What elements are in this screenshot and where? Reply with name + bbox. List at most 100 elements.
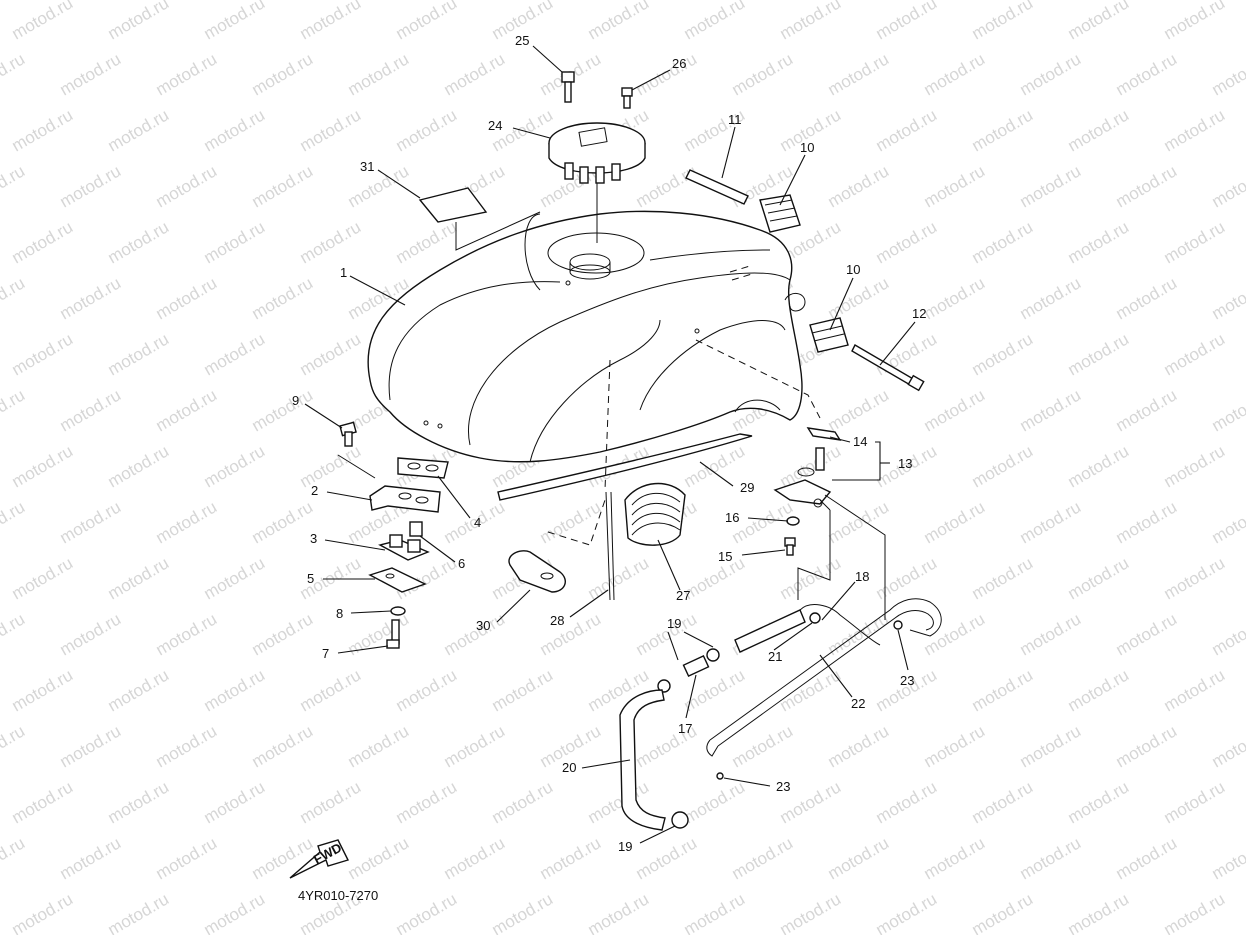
watermark-text: motod.ru <box>633 49 701 99</box>
callout-12: 12 <box>912 306 926 321</box>
watermark-text: motod.ru <box>777 553 845 603</box>
watermark-text: motod.ru <box>9 889 77 935</box>
watermark-text: motod.ru <box>825 497 893 547</box>
watermark-text: motod.ru <box>345 833 413 883</box>
callout-30: 30 <box>476 618 490 633</box>
watermark-text: motod.ru <box>57 497 125 547</box>
clip-23-lower <box>716 772 724 780</box>
watermark-text: motod.ru <box>873 0 941 43</box>
watermark-text: motod.ru <box>345 49 413 99</box>
watermark-text: motod.ru <box>681 553 749 603</box>
watermark-text: motod.ru <box>729 833 797 883</box>
watermark-text: motod.ru <box>57 721 125 771</box>
watermark-text: motod.ru <box>201 553 269 603</box>
watermark-text: motod.ru <box>1065 105 1133 155</box>
tie-28 <box>605 491 615 601</box>
bolt-25 <box>561 71 575 103</box>
watermark-text: motod.ru <box>153 721 221 771</box>
watermark-text: motod.ru <box>1161 777 1229 827</box>
watermark-text: motod.ru <box>921 273 989 323</box>
watermark-text: motod.ru <box>969 329 1037 379</box>
watermark-text: motod.ru <box>489 889 557 935</box>
watermark-text: motod.ru <box>1113 497 1181 547</box>
watermark-text: motod.ru <box>1161 441 1229 491</box>
watermark-text: motod.ru <box>153 385 221 435</box>
watermark-text: motod.ru <box>921 385 989 435</box>
watermark-text: motod.ru <box>1161 889 1229 935</box>
fuel-cap-assembly <box>548 122 646 243</box>
watermark-text: motod.ru <box>201 0 269 43</box>
watermark-text: motod.ru <box>1209 497 1246 547</box>
watermark-text: motod.ru <box>825 161 893 211</box>
watermark-text: motod.ru <box>57 833 125 883</box>
watermark-text: motod.ru <box>441 49 509 99</box>
watermark-text: motod.ru <box>1065 217 1133 267</box>
callout-14: 14 <box>853 434 867 449</box>
watermark-text: motod.ru <box>0 161 28 211</box>
boot-27 <box>624 482 686 546</box>
callout-24: 24 <box>488 118 502 133</box>
watermark-text: motod.ru <box>969 441 1037 491</box>
watermark-text: motod.ru <box>153 273 221 323</box>
watermark-text: motod.ru <box>969 665 1037 715</box>
hose-20 <box>619 689 666 831</box>
callout-18: 18 <box>855 569 869 584</box>
watermark-text: motod.ru <box>201 217 269 267</box>
watermark-text: motod.ru <box>201 777 269 827</box>
callout-20: 20 <box>562 760 576 775</box>
fwd-arrow: FWD <box>289 839 349 879</box>
watermark-text: motod.ru <box>969 553 1037 603</box>
fuel-cock-13 <box>773 427 842 511</box>
watermark-text: motod.ru <box>1161 217 1229 267</box>
watermark-text: motod.ru <box>57 609 125 659</box>
callout-9: 9 <box>292 393 299 408</box>
watermark-text: motod.ru <box>0 609 28 659</box>
watermark-text: motod.ru <box>393 105 461 155</box>
callout-5: 5 <box>307 571 314 586</box>
watermark-text: motod.ru <box>201 441 269 491</box>
damper-10-lower <box>809 317 849 353</box>
callout-numbers: 25 26 24 31 11 10 1 10 12 9 14 13 2 4 29… <box>292 33 926 854</box>
watermark-text: motod.ru <box>537 497 605 547</box>
watermark-text: motod.ru <box>297 105 365 155</box>
strap-29 <box>497 433 753 501</box>
watermark-text: motod.ru <box>873 553 941 603</box>
callout-15: 15 <box>718 549 732 564</box>
watermark-text: motod.ru <box>873 105 941 155</box>
watermark-text: motod.ru <box>345 609 413 659</box>
callout-27: 27 <box>676 588 690 603</box>
watermark-text: motod.ru <box>825 609 893 659</box>
watermark-text: motod.ru <box>105 889 173 935</box>
watermark-text: motod.ru <box>1065 441 1133 491</box>
callout-29: 29 <box>740 480 754 495</box>
watermark-text: motod.ru <box>105 105 173 155</box>
hose-22 <box>706 598 942 757</box>
watermark-text: motod.ru <box>1161 665 1229 715</box>
watermark-text: motod.ru <box>57 273 125 323</box>
rod-11 <box>685 169 749 205</box>
callout-25: 25 <box>515 33 529 48</box>
damper-10-upper <box>759 194 801 233</box>
watermark-text: motod.ru <box>249 385 317 435</box>
callout-31: 31 <box>360 159 374 174</box>
watermark-text: motod.ru <box>0 385 28 435</box>
callout-8: 8 <box>336 606 343 621</box>
watermark-text: motod.ru <box>201 665 269 715</box>
watermark-text: motod.ru <box>345 721 413 771</box>
watermark-text: motod.ru <box>249 273 317 323</box>
damper-3 <box>378 534 430 561</box>
callout-7: 7 <box>322 646 329 661</box>
hose-routing-guides <box>604 339 886 620</box>
watermark-text: motod.ru <box>1209 385 1246 435</box>
callout-28: 28 <box>550 613 564 628</box>
bolt-12 <box>851 344 925 392</box>
watermark-text: motod.ru <box>969 889 1037 935</box>
callout-4: 4 <box>474 515 481 530</box>
watermark-text: motod.ru <box>153 161 221 211</box>
watermark-text: motod.ru <box>1017 49 1085 99</box>
watermark-text: motod.ru <box>1161 105 1229 155</box>
watermark-text: motod.ru <box>1161 553 1229 603</box>
watermark-text: motod.ru <box>249 497 317 547</box>
clip-21 <box>809 612 821 624</box>
joint-17 <box>682 654 710 678</box>
